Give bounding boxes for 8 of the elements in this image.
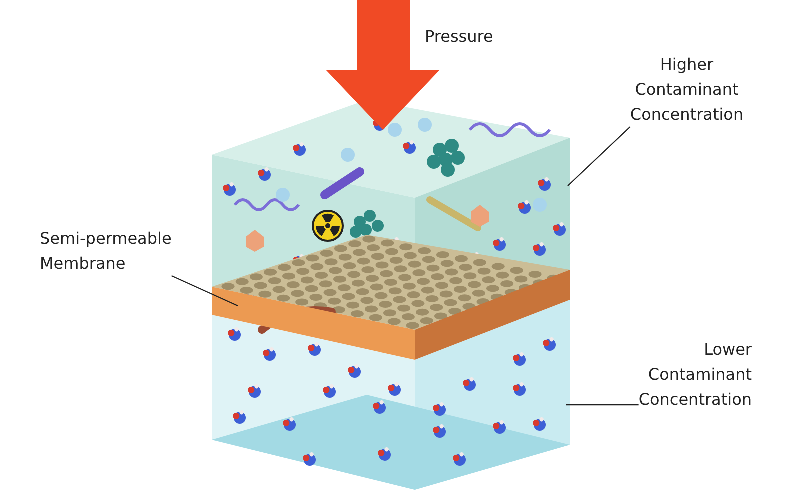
callout-label: Higher Contaminant Concentration bbox=[612, 52, 762, 127]
callout-label: Semi-permeable Membrane bbox=[40, 226, 190, 276]
pressure-label: Pressure bbox=[425, 26, 494, 48]
callout-label: Lower Contaminant Concentration bbox=[620, 337, 752, 412]
leader-line bbox=[568, 126, 631, 186]
membrane-drawing bbox=[212, 235, 570, 360]
leader-line bbox=[172, 275, 238, 307]
leader-line bbox=[566, 404, 639, 406]
